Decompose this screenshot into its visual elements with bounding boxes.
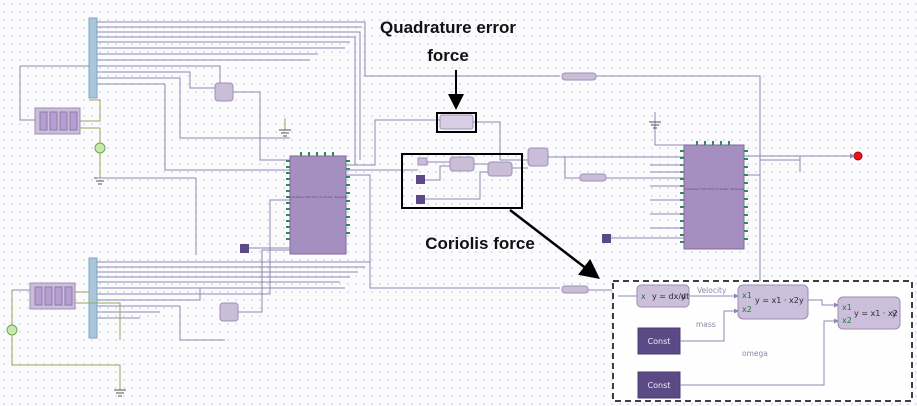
cluster-block-3[interactable] [487,161,513,177]
upper-source-icon[interactable] [94,142,106,154]
center-chip-label: Lorentzian TWY Plan to Roster Template [288,195,348,199]
right-ground-icon [649,121,661,129]
lower-mixer-block[interactable] [219,302,239,322]
svg-text:x2: x2 [842,316,852,325]
middle-sum-block[interactable] [527,147,549,167]
svg-text:x1: x1 [842,303,852,312]
upper-ground-icon [94,177,106,185]
upper-bus-bar[interactable] [88,17,98,99]
lower-source-icon[interactable] [6,324,18,336]
center-const-block[interactable] [240,244,249,253]
svg-text:x1: x1 [742,291,752,300]
svg-text:y: y [892,309,897,318]
cluster-block-2[interactable] [449,156,475,172]
mass-const-block[interactable]: Const [637,327,681,355]
derivative-expression: y = dx/dt [652,292,689,301]
svg-text:Const: Const [648,381,671,390]
svg-text:Const: Const [648,337,671,346]
center-chip[interactable]: Lorentzian TWY Plan to Roster Template [286,152,350,255]
lower-bus-bar[interactable] [88,257,98,339]
quadrature-label-line2: force [427,46,469,65]
mid-ground-icon [279,129,291,137]
upper-bus-wires [97,21,366,165]
omega-const-block[interactable]: Const [637,371,681,399]
quadrature-highlight-box [436,112,477,133]
quadrature-error-block[interactable] [439,114,474,130]
output-probe-icon[interactable] [853,151,863,161]
omega-label: omega [742,349,768,358]
top-gain-block[interactable] [561,72,597,81]
multiplier-block-1[interactable]: x1 x2 y = x1 · x2 y [737,284,809,320]
upper-mixer-block[interactable] [214,82,234,102]
right-chip[interactable]: Lorentzian TWY Plan to Roster Template [680,141,748,250]
middle-gain-block[interactable] [579,173,607,182]
right-chip-label: Lorentzian TWY Plan to Roster Template [684,187,744,191]
svg-text:y: y [681,292,686,301]
middle-section [346,36,761,294]
multiplier-2-expression: y = x1 · x2 [854,309,898,318]
velocity-label: Velocity [697,286,727,295]
lower-bus-group [6,174,371,397]
upper-sensor-block[interactable] [34,107,81,135]
coriolis-label: Coriolis force [425,234,535,253]
mass-label: mass [696,320,716,329]
coriolis-detail-inset: x y = dx/dt y Velocity x1 x2 y = x1 · x2… [612,280,913,402]
right-const-block[interactable] [602,234,611,243]
cluster-block-1[interactable] [417,157,428,166]
multiplier-1-expression: y = x1 · x2 [755,296,799,305]
multiplier-block-2[interactable]: x1 x2 y = x1 · x2 y [837,296,901,330]
coriolis-highlight-box [401,153,523,209]
cluster-const-1[interactable] [416,175,425,184]
cluster-const-2[interactable] [416,195,425,204]
svg-text:y: y [799,296,804,305]
derivative-block[interactable]: x y = dx/dt y [636,284,690,308]
upper-bus-group [19,17,366,185]
lower-sensor-block[interactable] [29,282,76,310]
svg-text:x: x [641,292,646,301]
lower-ground-icon [114,389,126,397]
quadrature-label-line1: Quadrature error [380,18,516,37]
svg-text:x2: x2 [742,305,752,314]
lower-gain-block[interactable] [561,285,589,294]
coriolis-arrow [509,209,600,280]
